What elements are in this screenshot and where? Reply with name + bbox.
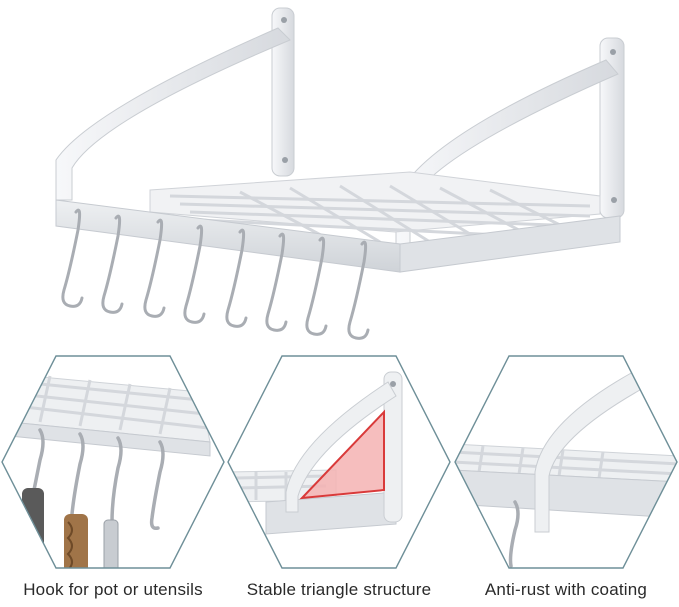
caption-hook: Hook for pot or utensils [23,580,203,599]
rack-image [55,7,625,340]
caption-coating: Anti-rust with coating [484,580,648,599]
hook-detail-image [1,355,225,569]
coating-detail-image [454,355,678,569]
triangle-detail-image [227,355,451,569]
caption-triangle: Stable triangle structure [246,580,432,599]
